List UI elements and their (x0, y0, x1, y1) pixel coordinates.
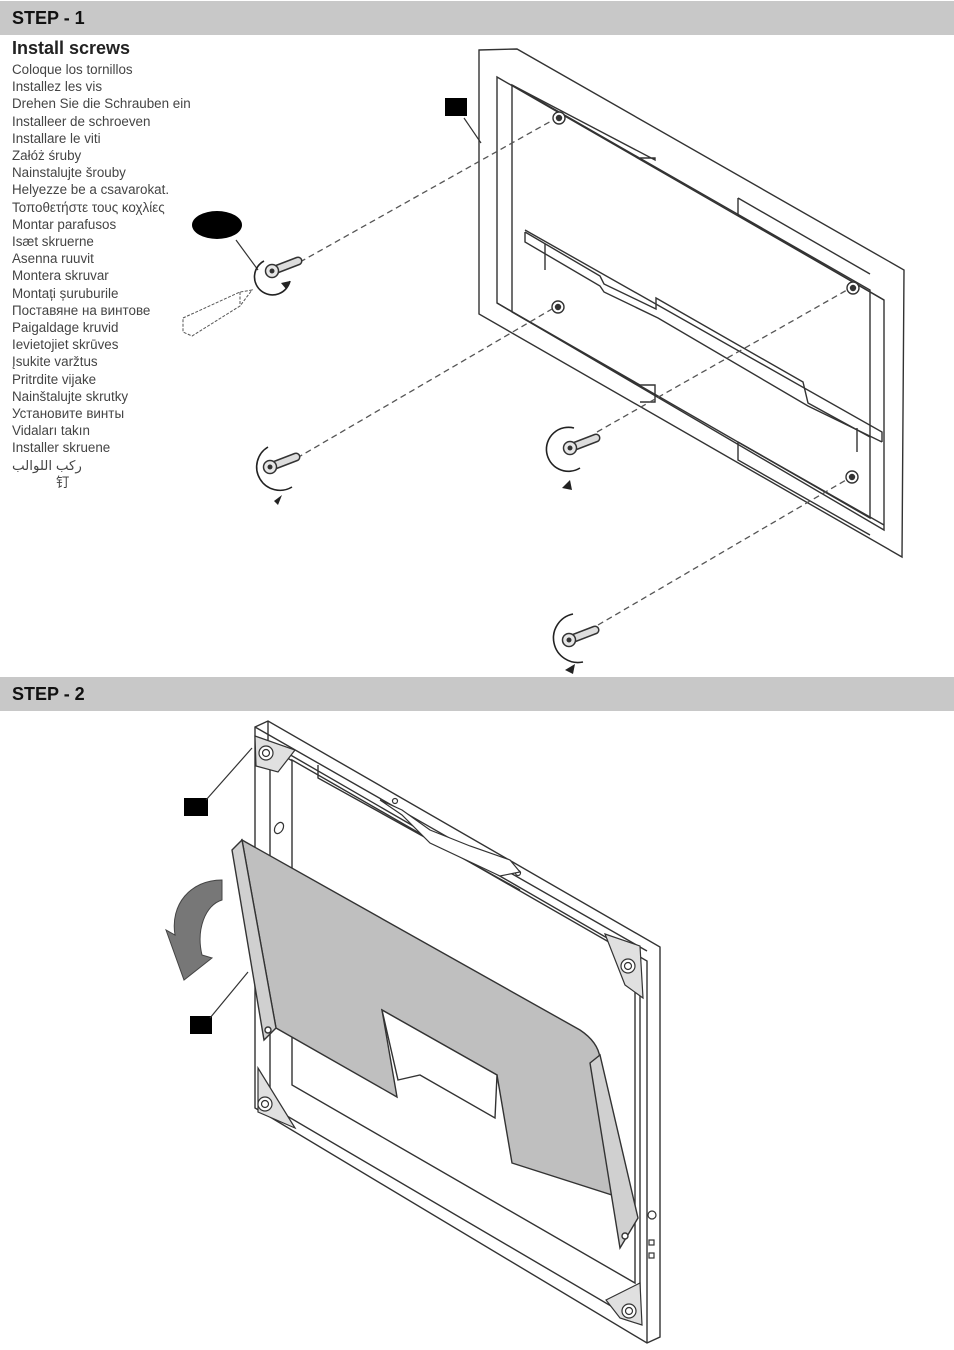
translation-item: Helyezze be a csavarokat. (12, 182, 170, 198)
translation-item: Nainstalujte šrouby (12, 165, 126, 181)
translation-item: Поставяне на винтове (12, 302, 151, 318)
translation-item: Nainštalujte skrutky (12, 388, 129, 404)
translation-item: Installare le viti (12, 130, 101, 146)
translation-item: Montera skruvar (12, 268, 109, 284)
alignment-lines (296, 119, 848, 626)
translation-item: Drehen Sie die Schrauben ein (12, 96, 191, 112)
step-1-header: STEP - 1 (0, 1, 954, 35)
translation-item: Coloque los tornillos (12, 62, 133, 77)
translation-item: Vidaları takın (12, 423, 90, 439)
callout-badge (190, 1016, 212, 1034)
translation-list: Coloque los tornillos Installez les vis … (12, 61, 191, 491)
frame-holes (551, 111, 860, 484)
translation-item: Asenna ruuvit (12, 251, 94, 267)
callout-badge (184, 798, 208, 816)
step-1-label: STEP - 1 (12, 8, 85, 28)
screw-icon (552, 613, 595, 674)
mounting-plate (231, 838, 639, 1251)
screw-icon (253, 261, 298, 296)
bracket-holes (257, 745, 657, 1319)
translation-item: Installer skruene (12, 440, 111, 456)
screwdriver-icon (182, 289, 254, 337)
rotate-down-arrow-icon (165, 879, 223, 981)
translation-item: Ievietojiet skrūves (12, 337, 119, 353)
step-2-illustration (165, 720, 661, 1344)
translation-item: Pritrdite vijake (12, 371, 97, 387)
translation-item: Paigaldage kruvid (12, 320, 119, 336)
translation-item: Montați șuruburile (12, 285, 119, 301)
translation-item: 钉 (56, 474, 70, 490)
translation-item: Montar parafusos (12, 216, 117, 232)
wall-frame (478, 48, 905, 559)
screw-icon (545, 426, 596, 490)
step-1-illustration (182, 48, 905, 674)
callout-badge (445, 98, 467, 116)
translation-item: Załóż śruby (12, 148, 82, 164)
tool-badge (192, 211, 242, 239)
install-screws-title: Install screws (12, 38, 131, 58)
translation-item: ركب اللوالب (12, 457, 82, 473)
translation-item: Isæt skruerne (12, 234, 94, 250)
translation-item: Установите винты (12, 406, 125, 422)
translation-item: Installez les vis (12, 79, 103, 95)
step-2-header: STEP - 2 (0, 677, 954, 711)
translation-item: Installeer de schroeven (12, 113, 151, 129)
top-brace (379, 799, 522, 877)
translation-item: Τοποθετήστε τους κοχλίες (12, 199, 165, 215)
step-2-label: STEP - 2 (12, 684, 85, 704)
translation-item: Įsukite varžtus (12, 354, 98, 370)
screw-icon (255, 446, 296, 505)
